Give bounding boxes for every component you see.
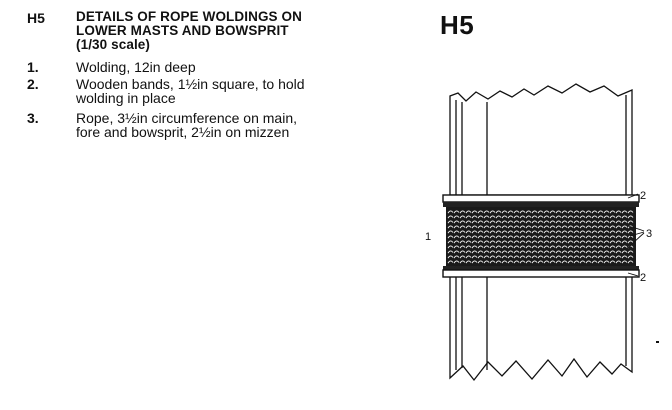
rope-turn-row: [447, 245, 634, 249]
legend-text: Wolding, 12in deep: [76, 59, 196, 75]
rope-turn-row: [447, 220, 634, 224]
rope-turn-row: [447, 225, 634, 229]
legend-number: 1.: [27, 59, 39, 75]
figure-title: DETAILS OF ROPE WOLDINGS ON LOWER MASTS …: [76, 9, 302, 52]
rope-turn-row: [447, 210, 634, 214]
stray-mark: [656, 341, 659, 343]
figure-code: H5: [27, 10, 45, 26]
rope-turn-row: [447, 230, 634, 234]
callout-band-top: 2: [640, 190, 646, 202]
legend-text: Wooden bands, 1½in square, to hold woldi…: [76, 76, 305, 106]
mast-lower: [449, 275, 633, 382]
callout-band-bottom: 2: [640, 272, 646, 284]
legend-text: Rope, 3½in circumference on main, fore a…: [76, 110, 297, 140]
callout-rope: 3: [646, 228, 652, 240]
rope-turn-row: [447, 255, 634, 259]
band-bottom: [442, 266, 640, 278]
mast-upper: [449, 83, 633, 196]
rope-turn-row: [447, 215, 634, 219]
rope-wolding: [446, 207, 636, 266]
band-top: [442, 194, 640, 207]
callout-wolding: 1: [425, 231, 431, 243]
rope-turn-row: [447, 240, 634, 244]
figure-label-large: H5: [440, 10, 475, 40]
rope-turn-row: [447, 235, 634, 239]
legend-number: 3.: [27, 110, 39, 126]
leader-lines: [627, 193, 645, 277]
rope-turn-row: [447, 250, 634, 254]
rope-turn-row: [447, 260, 634, 264]
legend-number: 2.: [27, 76, 39, 92]
